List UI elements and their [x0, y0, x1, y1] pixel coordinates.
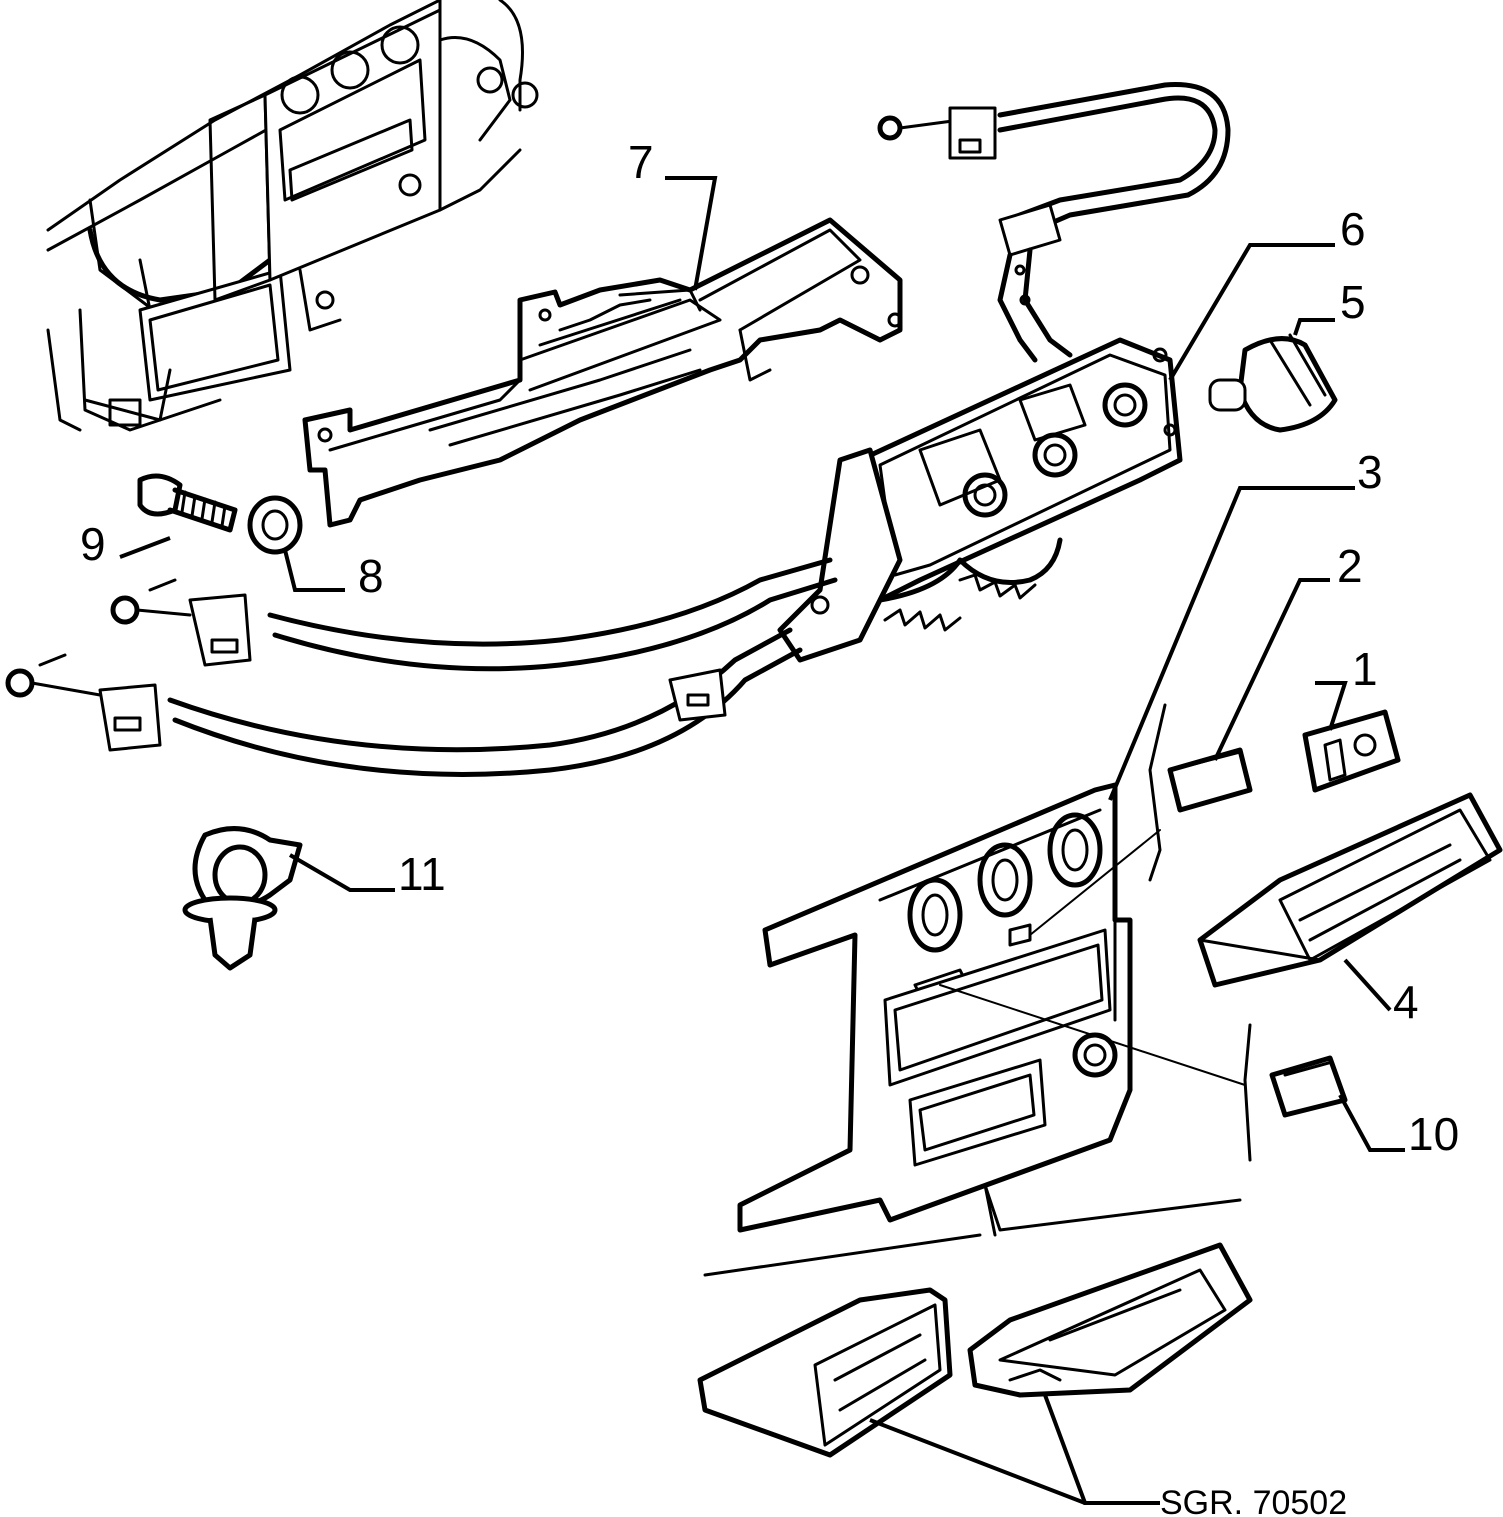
callout-1: 1 — [1352, 643, 1378, 695]
part-6-control-unit — [777, 82, 1231, 663]
part-7-bracket — [302, 217, 903, 528]
drawing-reference-code: SGR. 70502 — [1160, 1484, 1347, 1517]
dashboard-context — [46, 0, 539, 432]
callout-2: 2 — [1337, 540, 1363, 592]
leader-lines — [119, 176, 1405, 1505]
callout-4: 4 — [1393, 976, 1419, 1028]
callout-10: 10 — [1408, 1108, 1459, 1160]
part-3-center-panel — [737, 782, 1133, 1233]
detail-boundary-lines — [703, 703, 1252, 1277]
part-5-knob — [1208, 333, 1338, 433]
part-2-cap — [1167, 747, 1253, 813]
callout-11: 11 — [398, 848, 446, 900]
callout-9: 9 — [80, 518, 106, 570]
bottom-vent-left — [697, 1287, 953, 1458]
callout-3: 3 — [1357, 446, 1383, 498]
part-11-clip — [182, 826, 303, 971]
part-9-screw — [137, 473, 238, 533]
part-10-cap — [1269, 1055, 1348, 1118]
cable-assembly — [5, 557, 838, 777]
callout-8: 8 — [358, 550, 384, 602]
callout-5: 5 — [1340, 276, 1366, 328]
part-8-washer — [247, 495, 303, 555]
callout-6: 6 — [1340, 203, 1366, 255]
bottom-vent-right — [967, 1242, 1253, 1398]
callout-7: 7 — [628, 136, 654, 188]
callout-labels: 1 2 3 4 5 6 7 8 9 10 11 SGR. 70502 — [80, 136, 1459, 1517]
part-1-cap — [1302, 709, 1401, 793]
part-4-vent — [1197, 792, 1503, 988]
